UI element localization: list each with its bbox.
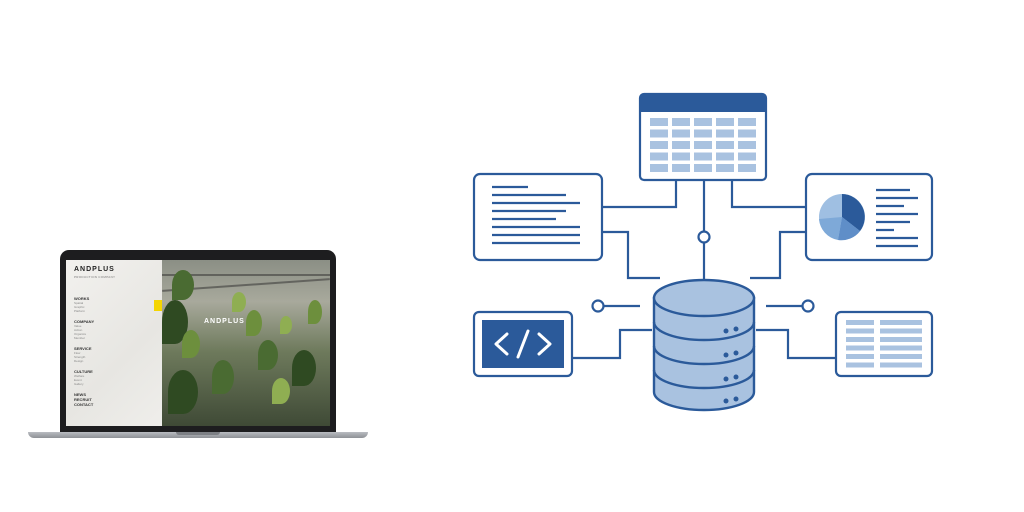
table-cell [880,337,922,342]
grid-cell [672,141,690,149]
nav-subitem[interactable]: Member [74,336,86,340]
grid-cell [672,118,690,126]
nav-item-works[interactable]: WORKS [74,296,90,301]
nav-subitem[interactable]: Organize [74,332,87,336]
grid-cell [694,141,712,149]
table-panel [834,310,934,378]
nav-subitem[interactable]: Flow [74,351,81,355]
pie-chart-icon [819,194,865,241]
nav-item-service[interactable]: SERVICE [74,346,92,351]
grid-cell [716,164,734,172]
grid-cell [738,164,756,172]
nav-subitem[interactable]: Action [74,328,83,332]
grid-cell [650,164,668,172]
grid-cell [694,118,712,126]
grid-cell [672,152,690,161]
site-tagline: PRODUCTION COMPANY [74,275,116,279]
nav-item-news[interactable]: NEWS [74,392,86,397]
grid-cell [716,141,734,149]
laptop-notch [176,432,220,435]
hero-image: ANDPLUS [162,260,330,426]
yellow-square [154,300,165,311]
table-cell [880,362,922,368]
grid-cell [672,164,690,172]
nav-subitem[interactable]: Value [74,324,82,328]
hero-logo: ANDPLUS [204,318,245,325]
nav-item-contact[interactable]: CONTACT [74,402,94,407]
nav-subitem[interactable]: Gallery [74,382,84,386]
table-cell [880,345,922,351]
nav-item-recruit[interactable]: RECRUIT [74,397,92,402]
nav-group-contact: CONTACT [74,402,154,407]
nav-group-news: NEWS [74,392,154,397]
table-cell [880,320,922,325]
grid-cell [650,141,668,149]
nav-subitem[interactable]: Spatial [74,301,84,305]
grid-cell [650,129,668,138]
nav-subitem[interactable]: Event [74,378,82,382]
nav-subitem[interactable]: Welfare [74,374,85,378]
grid-cell [738,141,756,149]
grid-cell [650,118,668,126]
code-brackets-icon [494,329,552,359]
nav-item-company[interactable]: COMPANY [74,319,95,324]
grid-cell [738,152,756,161]
site-logo[interactable]: ANDPLUS [74,266,115,273]
grid-cell [716,118,734,126]
spreadsheet-panel [638,92,768,182]
nav-subitem[interactable]: Strength [74,355,86,359]
table-cell [846,337,874,342]
grid-cell [716,129,734,138]
grid-cell [738,129,756,138]
connector-nodes [591,230,815,313]
table-cell [846,328,874,334]
grid-cell [716,152,734,161]
grid-cell [694,152,712,161]
nav-group-recruit: RECRUIT [74,397,154,402]
grid-cell [694,129,712,138]
table-cell [846,362,874,368]
laptop-base [28,432,368,438]
table-cell [846,320,874,325]
table-cell [880,354,922,359]
table-cell [846,354,874,359]
grid-cell [738,118,756,126]
pie-chart-panel [804,172,934,262]
database-icon [652,278,756,412]
code-panel [472,310,574,378]
nav-subitem[interactable]: Platform [74,309,86,313]
grid-cell [694,164,712,172]
nav-item-culture[interactable]: CULTURE [74,369,93,374]
table-cell [846,345,874,351]
document-panel [472,172,604,262]
connector-lines [572,180,836,360]
nav-subitem[interactable]: Design [74,359,84,363]
table-cell [880,328,922,334]
grid-cell [650,152,668,161]
grid-cell [672,129,690,138]
nav-subitem[interactable]: Graphic [74,305,85,309]
